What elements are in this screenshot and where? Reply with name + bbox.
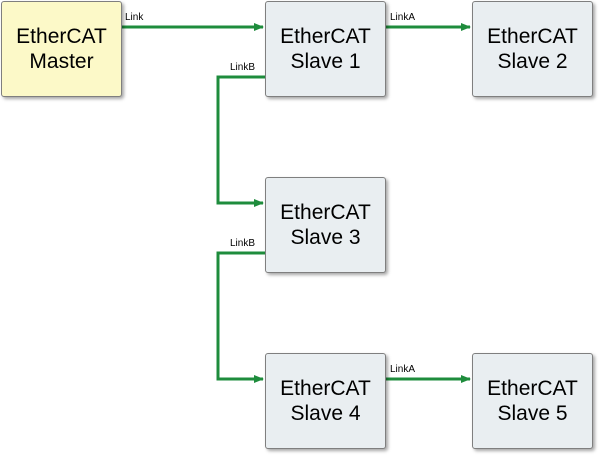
node-ethercat-slave-5[interactable]: EtherCAT Slave 5	[472, 353, 593, 449]
link-label-slave4-slave5: LinkA	[390, 364, 415, 375]
link-slave3-slave4	[216, 251, 265, 383]
link-label-slave1-slave2: LinkA	[390, 12, 415, 23]
node-label-line1: EtherCAT	[280, 377, 371, 400]
node-label-line2: Slave 2	[497, 50, 568, 73]
node-ethercat-slave-2[interactable]: EtherCAT Slave 2	[472, 1, 593, 97]
node-label-line1: EtherCAT	[16, 25, 107, 48]
link-label-master-slave1: Link	[125, 12, 144, 23]
link-label-slave1-slave3: LinkB	[230, 62, 255, 73]
node-ethercat-slave-3[interactable]: EtherCAT Slave 3	[265, 177, 386, 273]
node-label-line1: EtherCAT	[280, 25, 371, 48]
node-label-line2: Slave 1	[290, 50, 361, 73]
link-slave1-slave3	[216, 75, 265, 207]
node-ethercat-slave-4[interactable]: EtherCAT Slave 4	[265, 353, 386, 449]
link-label-slave3-slave4: LinkB	[230, 238, 255, 249]
node-label-line2: Slave 3	[290, 226, 361, 249]
node-ethercat-slave-1[interactable]: EtherCAT Slave 1	[265, 1, 386, 97]
node-ethercat-master[interactable]: EtherCAT Master	[1, 1, 122, 97]
node-label-line1: EtherCAT	[487, 377, 578, 400]
node-label-line1: EtherCAT	[487, 25, 578, 48]
node-label-line1: EtherCAT	[280, 201, 371, 224]
node-label-line2: Slave 5	[497, 402, 568, 425]
node-label-line2: Slave 4	[290, 402, 361, 425]
node-label-line2: Master	[29, 50, 94, 73]
